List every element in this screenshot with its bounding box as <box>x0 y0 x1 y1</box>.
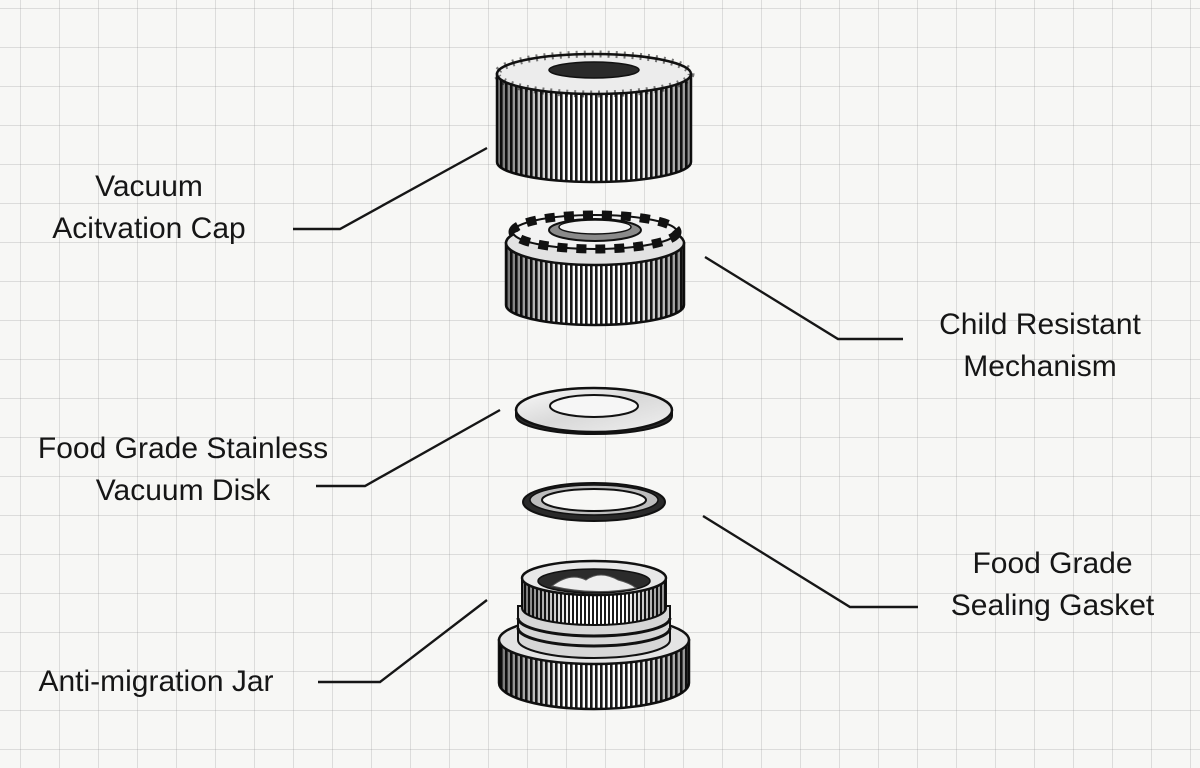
label-disk-line1: Food Grade Stainless <box>37 432 329 465</box>
label-vacuum-disk: Food Grade Stainless Vacuum Disk <box>8 428 358 512</box>
anti-migration-jar-drawing <box>497 559 691 711</box>
label-child-line1: Child Resistant <box>939 308 1141 341</box>
label-cap-line2: Acitvation Cap <box>52 212 246 245</box>
vacuum-disk-drawing <box>514 386 674 435</box>
label-vacuum-activation-cap: Vacuum Acitvation Cap <box>24 166 274 250</box>
label-disk-line2: Vacuum Disk <box>95 474 271 507</box>
child-resistant-mechanism-drawing <box>504 210 686 327</box>
vacuum-activation-cap-drawing <box>493 50 695 184</box>
sealing-gasket-drawing <box>522 482 666 522</box>
label-child-resistant-mechanism: Child Resistant Mechanism <box>905 304 1175 388</box>
leader-line-child <box>704 255 903 341</box>
leader-line-disk <box>316 408 501 488</box>
label-child-line2: Mechanism <box>963 350 1117 383</box>
label-cap-line1: Vacuum <box>95 170 203 203</box>
label-jar-line1: Anti-migration Jar <box>38 665 274 698</box>
label-gasket-line1: Food Grade <box>972 547 1133 580</box>
label-anti-migration-jar: Anti-migration Jar <box>6 661 306 703</box>
label-sealing-gasket: Food Grade Sealing Gasket <box>925 543 1180 627</box>
leader-lines <box>293 146 918 684</box>
leader-line-cap <box>293 146 488 231</box>
leader-line-jar <box>318 599 488 684</box>
leader-line-gasket <box>702 514 918 609</box>
label-gasket-line2: Sealing Gasket <box>950 589 1155 622</box>
